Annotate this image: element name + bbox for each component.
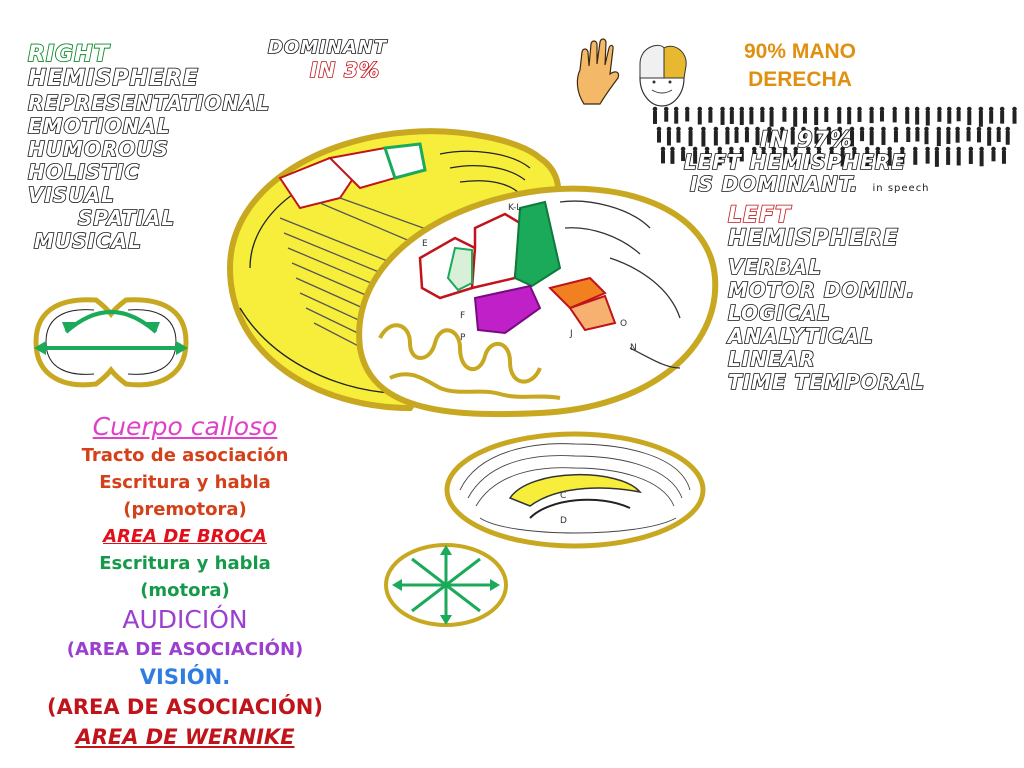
- rh-trait-representational: REPRESENTATIONAL: [27, 91, 271, 116]
- rh-trait-visual: VISUAL: [27, 183, 115, 208]
- brain-illustration: E F P J O N K-L: [226, 128, 719, 418]
- legend-vision: VISIÓN.: [139, 665, 231, 689]
- legend-audicion: AUDICIÓN: [122, 605, 248, 634]
- legend-area-wernike: AREA DE WERNIKE: [75, 725, 295, 749]
- lh-trait-time: TIME TEMPORAL: [727, 370, 926, 395]
- rh-trait-humorous: HUMOROUS: [27, 137, 169, 162]
- svg-text:P: P: [460, 333, 466, 343]
- rh-trait-musical: MUSICAL: [33, 229, 142, 254]
- hand-note-line2: DERECHA: [748, 68, 852, 91]
- population-note-suffix: in speech: [872, 183, 930, 194]
- sagittal-section: C D: [444, 431, 706, 549]
- hand-icon: [576, 38, 620, 105]
- rh-trait-spatial: SPATIAL: [77, 206, 176, 231]
- population-note-line3: IS DOMINANT. in speech: [689, 171, 930, 197]
- legend-premotora: (premotora): [123, 499, 247, 520]
- rh-trait-holistic: HOLISTIC: [27, 160, 141, 185]
- hand-note-line1: 90% MANO: [743, 40, 857, 63]
- legend-audicion-asociacion: (AREA DE ASOCIACIÓN): [66, 639, 304, 660]
- left-hemisphere-title-2: HEMISPHERE: [727, 225, 899, 252]
- wernicke-region: [568, 294, 617, 332]
- legend-escritura-premotora: Escritura y habla: [99, 472, 271, 493]
- rh-trait-emotional: EMOTIONAL: [27, 114, 171, 139]
- legend-area-broca: AREA DE BROCA: [103, 526, 267, 547]
- broca-area: [446, 246, 473, 292]
- crowd-illustration: [652, 106, 1017, 167]
- svg-text:D: D: [560, 516, 567, 526]
- lh-trait-analytical: ANALYTICAL: [727, 324, 874, 349]
- svg-text:N: N: [630, 343, 637, 353]
- motor-region: [513, 200, 562, 288]
- lh-trait-verbal: VERBAL: [727, 255, 823, 280]
- left-hemisphere-drawing: E F P J O N K-L: [356, 185, 719, 418]
- callosum-cross-section: [33, 297, 189, 388]
- right-hemisphere-title-2: HEMISPHERE: [27, 65, 199, 92]
- svg-text:E: E: [422, 239, 428, 249]
- svg-text:J: J: [569, 329, 573, 339]
- head-brain-icon: [639, 44, 687, 107]
- left-hemisphere-title-1: LEFT: [727, 202, 792, 229]
- dominant-percent: IN 3%: [309, 57, 381, 83]
- population-note-line1: IN 97%: [759, 127, 853, 154]
- right-hemisphere-title-1: RIGHT: [27, 41, 110, 68]
- legend-motora: (motora): [140, 580, 230, 601]
- legend-escritura-motora: Escritura y habla: [99, 553, 271, 574]
- lh-trait-linear: LINEAR: [727, 347, 816, 372]
- svg-text:O: O: [620, 319, 627, 329]
- svg-text:C: C: [560, 491, 566, 501]
- hand-and-head-illustration: [576, 38, 687, 107]
- hand-note: 90% MANO DERECHA: [700, 38, 900, 94]
- coronal-section: [384, 543, 508, 627]
- lh-trait-logical: LOGICAL: [727, 301, 831, 326]
- population-note-line2: LEFT HEMISPHERE: [683, 149, 906, 175]
- svg-text:K-L: K-L: [508, 203, 521, 213]
- visual-region: [548, 276, 607, 310]
- auditory-region: [473, 284, 542, 335]
- legend-tracto: Tracto de asociación: [81, 445, 289, 466]
- right-hemisphere-traits: REPRESENTATIONAL EMOTIONAL HUMOROUS HOLI…: [27, 91, 271, 254]
- svg-text:F: F: [460, 311, 465, 321]
- left-hemisphere-traits: VERBAL MOTOR DOMIN. LOGICAL ANALYTICAL L…: [727, 255, 926, 395]
- lh-trait-motor: MOTOR DOMIN.: [727, 278, 916, 303]
- legend-block: Cuerpo calloso Tracto de asociación Escr…: [0, 412, 370, 752]
- legend-cuerpo-calloso: Cuerpo calloso: [92, 412, 278, 441]
- legend-vision-asociacion: (AREA DE ASOCIACIÓN): [47, 695, 323, 719]
- dominant-label: DOMINANT: [267, 36, 388, 59]
